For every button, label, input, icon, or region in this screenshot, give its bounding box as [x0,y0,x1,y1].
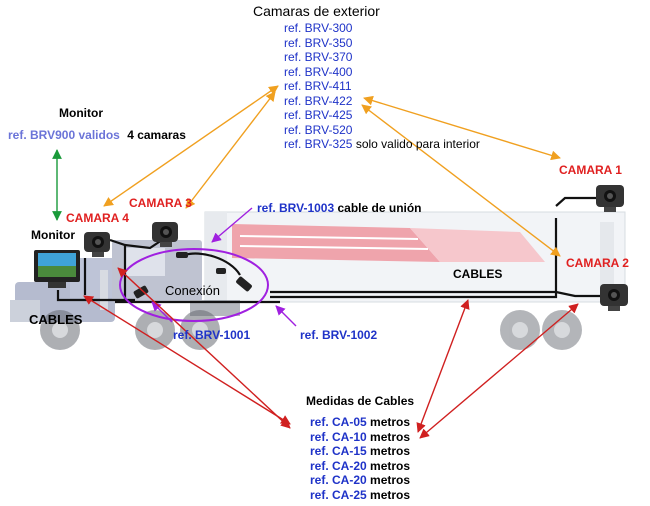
ref-brv-1002: ref. BRV-1002 [300,328,378,342]
camera-ref-arrows [103,85,561,257]
medida-ref: ref. CA-05 [310,415,367,429]
medida-item: ref. CA-20 metros [310,459,410,474]
medidas-list: ref. CA-05 metros ref. CA-10 metros ref.… [310,415,410,502]
medida-unit: metros [370,458,411,473]
monitor-ref-line: ref. BRV900 validos 4 camaras [8,128,186,142]
cable-union-ref: ref. BRV-1003 [257,201,335,215]
medida-item: ref. CA-05 metros [310,415,410,430]
trailer-wheels [500,310,582,350]
camera-4-device [84,232,110,257]
interior-note: solo valido para interior [355,137,480,151]
exterior-ref: ref. BRV-411 [284,79,352,93]
camera-4-label: CAMARA 4 [66,211,129,225]
medida-ref: ref. CA-10 [310,429,367,444]
medida-item: ref. CA-15 metros [310,444,410,459]
exterior-refs: ref. BRV-300 ref. BRV-350 ref. BRV-370 r… [284,21,480,152]
camera-2-label: CAMARA 2 [566,256,629,270]
monitor-cams: 4 camaras [127,128,186,142]
medida-item: ref. CA-25 metros [310,488,410,503]
camera-3-label: CAMARA 3 [129,196,192,210]
monitor-title: Monitor [59,106,103,120]
monitor-unit-label: Monitor [31,228,75,242]
cable-union-line: ref. BRV-1003 cable de unión [257,201,422,215]
medida-unit: metros [370,487,411,502]
exterior-ref: ref. BRV-425 [284,108,353,122]
exterior-ref: ref. BRV-325 [284,137,353,151]
medidas-title: Medidas de Cables [306,394,415,408]
exterior-title: Camaras de exterior [253,3,380,19]
medida-ref: ref. CA-15 [310,444,367,458]
exterior-ref: ref. BRV-350 [284,35,353,50]
camera-2-device [600,284,628,311]
ref-brv-1001: ref. BRV-1001 [173,328,251,342]
monitor-device [34,250,80,288]
medida-unit: metros [370,429,411,444]
medida-item: ref. CA-10 metros [310,430,410,445]
camera-1-device [596,185,624,212]
cables-label-trailer: CABLES [453,267,503,281]
cables-label-cab: CABLES [29,312,83,327]
exterior-ref: ref. BRV-520 [284,122,353,137]
camera-3-device [152,222,178,247]
camera-1-label: CAMARA 1 [559,163,622,177]
monitor-ref: ref. BRV900 validos [8,128,120,142]
cable-length-arrows [83,267,579,439]
exterior-ref: ref. BRV-370 [284,50,353,64]
exterior-ref: ref. BRV-300 [284,21,353,35]
conexion-label: Conexión [165,283,220,298]
exterior-ref-interior: ref. BRV-325 solo valido para interior [284,137,480,152]
medida-unit: metros [370,473,411,487]
medida-ref: ref. CA-20 [310,458,367,473]
cable-union-desc: cable de unión [337,201,422,215]
medida-ref: ref. CA-20 [310,473,367,487]
medida-unit: metros [370,415,411,429]
medida-unit: metros [370,444,411,458]
exterior-ref: ref. BRV-422 [284,93,353,108]
medida-ref: ref. CA-25 [310,487,367,502]
exterior-ref: ref. BRV-400 [284,64,353,79]
medida-item: ref. CA-20 metros [310,473,410,488]
